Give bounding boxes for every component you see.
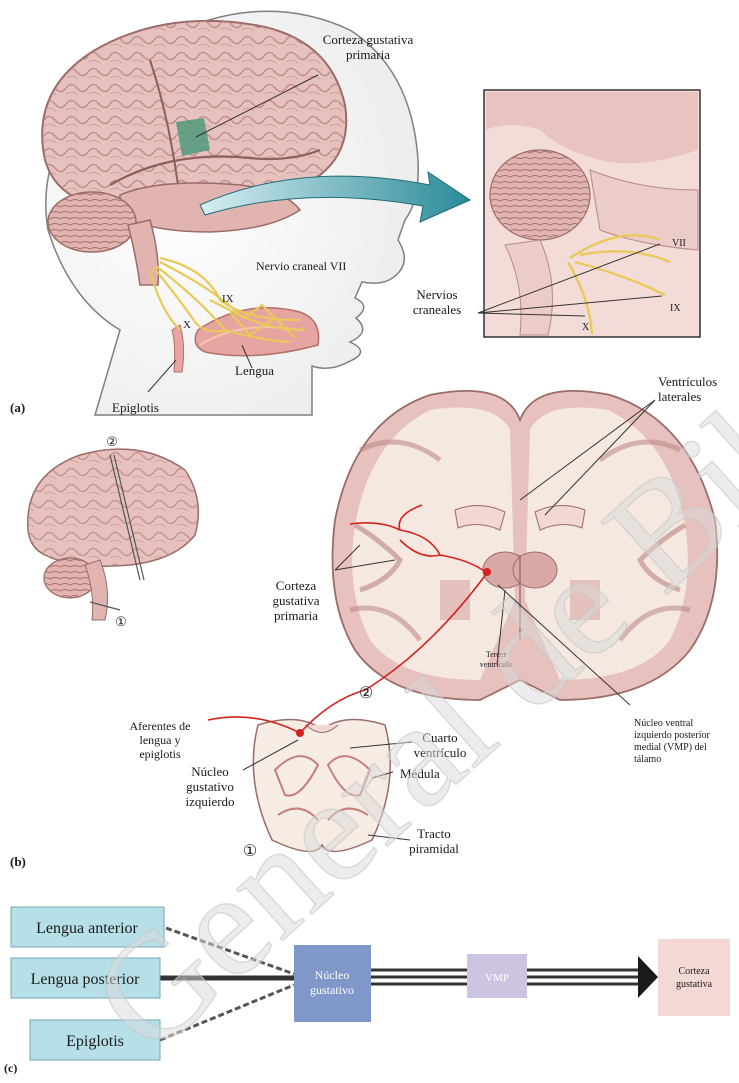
label-cranial-nerves-1: Nervios [416, 287, 457, 302]
label-gustatory-nucleus-box-2: gustativo [310, 983, 354, 997]
label-vpm-2: izquierdo posterior [634, 730, 710, 741]
panel-a-tag: (a) [10, 400, 25, 415]
label-nerve-ix: IX [222, 293, 234, 305]
label-gustatory-cortex-box-2: gustativa [676, 979, 713, 990]
label-vpm-1: Núcleo ventral [634, 718, 693, 729]
label-epiglottis: Epiglotis [112, 400, 159, 415]
gustatory-cortex-area [176, 118, 210, 156]
label-primary-gustatory-cortex-2: primaria [346, 47, 390, 62]
label-left-gustatory-nucleus-3: izquierdo [185, 794, 234, 809]
panel-a: Corteza gustativa primaria Nervio cranea… [10, 11, 700, 415]
label-primary-gustatory-cortex-b-3: primaria [274, 608, 318, 623]
label-primary-gustatory-cortex-1: Corteza gustativa [323, 32, 414, 47]
label-cranial-nerves-2: craneales [413, 302, 461, 317]
label-cranial-nerve-vii: Nervio craneal VII [256, 259, 346, 273]
label-tongue: Lengua [235, 363, 274, 378]
label-left-gustatory-nucleus-2: gustativo [186, 779, 234, 794]
label-afferents-2: lengua y [140, 733, 181, 747]
label-nerve-x: X [183, 319, 191, 331]
sagittal-brain-small [28, 449, 199, 620]
inset-brainstem [478, 90, 700, 337]
label-inset-x: X [582, 322, 590, 333]
marker-1-small: ① [115, 614, 127, 629]
box-gustatory-cortex [658, 939, 730, 1016]
label-gustatory-cortex-box-1: Corteza [678, 966, 710, 977]
label-left-gustatory-nucleus-1: Núcleo [191, 764, 229, 779]
label-primary-gustatory-cortex-b-1: Corteza [276, 578, 317, 593]
panel-b-tag: (b) [10, 854, 26, 869]
label-vpm-3: medial (VMP) del [634, 742, 707, 753]
label-afferents-1: Aferentes de [130, 719, 191, 733]
panel-c-tag: (c) [4, 1061, 17, 1075]
label-gustatory-nucleus-box-1: Núcleo [315, 968, 350, 982]
label-vpm-box: VMP [485, 972, 509, 984]
marker-2-small: ② [106, 434, 118, 449]
label-inset-ix: IX [670, 303, 681, 314]
label-inset-vii: VII [672, 238, 686, 249]
label-vpm-4: tálamo [634, 754, 661, 765]
label-epiglottis-box: Epiglotis [66, 1033, 124, 1050]
label-afferents-3: epiglotis [139, 747, 181, 761]
label-primary-gustatory-cortex-b-2: gustativa [273, 593, 320, 608]
